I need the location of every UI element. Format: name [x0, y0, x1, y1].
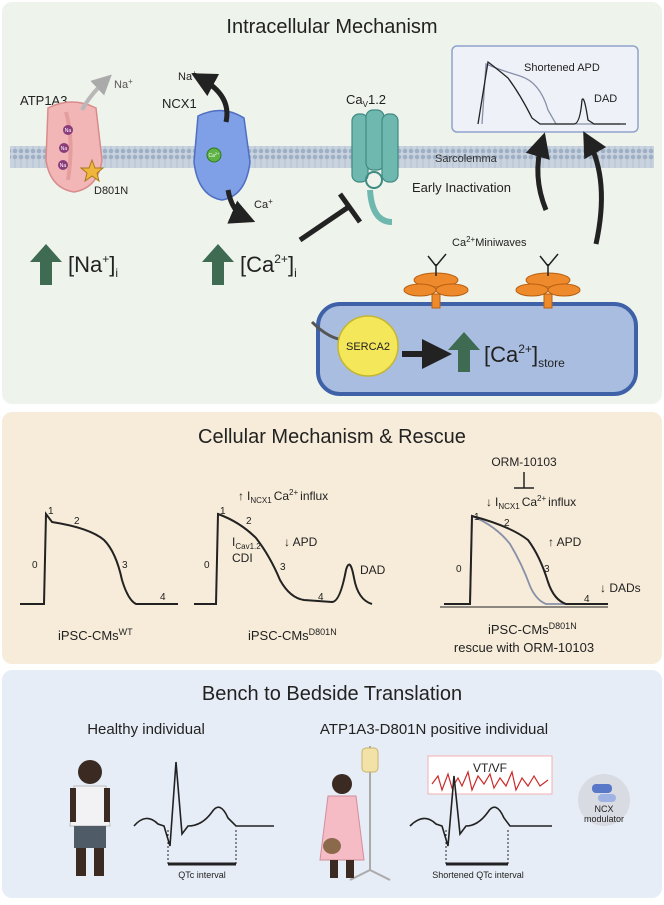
arrow-to-dad: [583, 131, 607, 245]
panel1-title: Intracellular Mechanism: [226, 16, 437, 38]
ap-trace-wt: [20, 511, 178, 605]
d801n-phase-0: 0: [204, 560, 210, 571]
panel-cellular: [2, 412, 662, 664]
inhibition-bar: [337, 192, 363, 224]
ncx1-exchanger: [193, 109, 251, 201]
ncx-ca-ion-label: Ca2+: [209, 151, 221, 159]
rescue-caption: iPSC-CMsD801N: [488, 621, 577, 637]
serca2-label: SERCA2: [346, 341, 390, 353]
na-efflux-label: Na+: [114, 77, 133, 91]
d801n-phase-2: 2: [246, 516, 252, 527]
pump-na-ions: Na Na Na: [58, 125, 73, 170]
rescue-phase-1: 1: [474, 512, 480, 523]
ncx-ca-ion: [206, 147, 222, 163]
inset-dad: DAD: [594, 93, 617, 105]
wt-phase-1: 1: [48, 506, 54, 517]
healthy-person-figure: [69, 760, 111, 876]
na-concentration: [Na+]i: [68, 252, 118, 280]
inset-shortened-apd: Shortened APD: [524, 62, 600, 74]
inset-trace-normal: [481, 63, 620, 125]
ryr-channel-right: [515, 253, 581, 309]
ncx-na-label: Na+: [178, 69, 197, 83]
vtvf-trace: [431, 770, 549, 792]
serca2-pump: [337, 315, 399, 377]
sarcolemma-label: Sarcolemma: [435, 153, 498, 165]
ncx-ca-label: Ca+: [254, 197, 273, 211]
ca-store-concentration: [Ca2+]store: [484, 342, 565, 370]
icav-label: ICav1.2: [232, 535, 261, 551]
d801n-phase-1: 1: [220, 506, 226, 517]
cdi-label: CDI: [232, 551, 253, 565]
store-up-arrow-icon: [448, 332, 480, 372]
d801n-star-icon: [79, 158, 105, 183]
inset-trace-shortened: [477, 60, 626, 125]
d801n-phase-3: 3: [280, 562, 286, 573]
wt-phase-3: 3: [122, 560, 128, 571]
d801n-phase-4: 4: [318, 592, 324, 603]
svg-text:Na: Na: [65, 128, 72, 134]
wt-phase-4: 4: [160, 592, 166, 603]
dads-down-label: ↓ DADs: [600, 581, 641, 595]
ncx-na-arrow: [191, 73, 230, 123]
cav12-channel: [351, 109, 399, 225]
inhibition-line: [298, 203, 352, 243]
ap-trace-d801n: [194, 512, 373, 605]
healthy-label: Healthy individual: [87, 721, 205, 738]
rescue-phase-3: 3: [544, 564, 550, 575]
ncx-modulator-line2: modulator: [584, 814, 624, 824]
apd-down-label: ↓ APD: [284, 535, 318, 549]
ecg-healthy: [133, 761, 274, 847]
apd-up-label: ↑ APD: [548, 535, 582, 549]
rescue-phase-0: 0: [456, 564, 462, 575]
ncx1-label: NCX1: [162, 96, 197, 111]
ncx-ca-arrow: [225, 189, 256, 224]
d801n-dad-label: DAD: [360, 563, 386, 577]
na-efflux-arrow: [80, 74, 112, 111]
wt-phase-0: 0: [32, 560, 38, 571]
rescue-phase-4: 4: [584, 594, 590, 605]
pill-icon-2: [598, 794, 616, 802]
qtc-label: QTc interval: [178, 870, 226, 880]
ap-inset-box: [451, 45, 639, 133]
ap-trace-d801n-gray: [444, 514, 608, 605]
cav12-label: CaV1.2: [346, 92, 386, 109]
pill-icon: [592, 784, 612, 793]
wt-caption: iPSC-CMsWT: [58, 627, 133, 643]
iv-stand-icon: [349, 746, 391, 881]
svg-text:Na: Na: [60, 163, 67, 169]
sarcolemma-membrane: [10, 146, 654, 168]
wt-phase-2: 2: [74, 516, 80, 527]
shortened-qtc-label: Shortened QTc interval: [432, 870, 524, 880]
d801n-caption: iPSC-CMsD801N: [248, 627, 337, 643]
ecg-patient: [409, 775, 552, 847]
atp1a3-channel: [64, 111, 73, 181]
arrow-to-apd: [525, 132, 550, 211]
patient-figure: [319, 774, 365, 878]
positive-label: ATP1A3-D801N positive individual: [320, 721, 548, 738]
svg-text:Na: Na: [61, 146, 68, 152]
orm-label: ORM-10103: [491, 455, 557, 469]
panel2-title: Cellular Mechanism & Rescue: [198, 426, 466, 448]
atp1a3-pump: [45, 101, 103, 193]
vtvf-label: VT/VF: [473, 761, 507, 775]
panel3-title: Bench to Bedside Translation: [202, 683, 462, 705]
ca-miniwaves-label: Ca2+Miniwaves: [452, 235, 527, 249]
early-inactivation-label: Early Inactivation: [412, 180, 511, 195]
rescue-phase-2: 2: [504, 518, 510, 529]
rescue-caption-line2: rescue with ORM-10103: [454, 640, 594, 655]
ryr-channel-left: [403, 253, 469, 309]
ncx-modulator-line1: NCX: [594, 804, 613, 814]
ca-concentration: [Ca2+]i: [240, 252, 297, 280]
ca-up-arrow-icon: [202, 244, 234, 285]
na-up-arrow-icon: [30, 244, 62, 285]
d801n-label: D801N: [94, 185, 128, 197]
ap-trace-rescue: [444, 514, 608, 605]
